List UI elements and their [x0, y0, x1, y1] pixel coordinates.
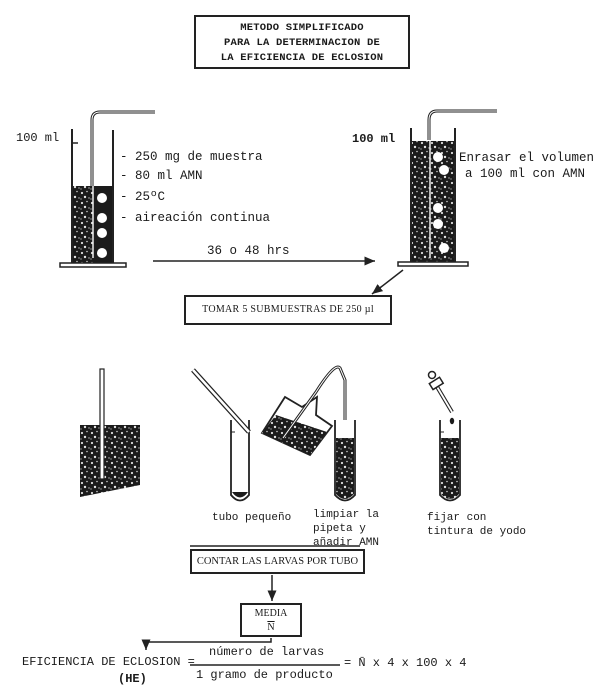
rinse-line-3: añadir AMN: [313, 537, 380, 549]
condition-aeration: - aireación continua: [120, 211, 271, 225]
rinse-line-1: limpiar la: [313, 509, 380, 521]
fix-line-1: fijar con: [427, 512, 487, 524]
cylinder-2-volume-label: 100 ml: [352, 132, 396, 146]
formula-rhs: = N̄ x 4 x 100 x 4: [344, 656, 467, 670]
formula-lhs-abbreviation: (HE): [118, 672, 147, 686]
graduated-cylinder-2: [397, 109, 497, 267]
formula-numerator: número de larvas: [209, 645, 325, 659]
formula-denominator: 1 gramo de producto: [196, 668, 333, 682]
title-line-3: LA EFICIENCIA DE ECLOSION: [220, 52, 384, 64]
graduated-cylinder-1: [59, 110, 155, 268]
cylinder-1-volume-label: 100 ml: [16, 131, 60, 145]
wash-bottle: [260, 365, 347, 457]
tube-label: tubo pequeño: [212, 512, 292, 524]
media-box: MEDIA N: [240, 603, 302, 637]
fix-line-2: tintura de yodo: [427, 526, 527, 538]
title-line-1: METODO SIMPLIFICADO: [240, 22, 364, 34]
sampling-arrow: [371, 269, 404, 295]
rinse-line-2: pipeta y: [313, 523, 366, 535]
instruction-line-2: a 100 ml con AMN: [465, 167, 586, 181]
formula-lhs: EFICIENCIA DE ECLOSION =: [22, 655, 195, 669]
dropper-tube: [427, 370, 461, 502]
instruction-line-1: Enrasar el volumen: [459, 151, 595, 165]
condition-amn: - 80 ml AMN: [120, 169, 203, 183]
media-label: MEDIA: [254, 608, 288, 619]
submuestras-box: TOMAR 5 SUBMUESTRAS DE 250 µl: [184, 295, 392, 325]
small-tube: [191, 368, 251, 502]
media-symbol: N: [267, 622, 275, 633]
condition-sample: - 250 mg de muestra: [120, 150, 263, 164]
title-box: METODO SIMPLIFICADO PARA LA DETERMINACIO…: [194, 15, 410, 69]
condition-temperature: - 25ºC: [120, 190, 166, 204]
media-to-formula-arrow: [141, 638, 272, 650]
beaker-with-pipette: [80, 368, 140, 497]
incubation-time-label: 36 o 48 hrs: [207, 244, 290, 258]
title-line-2: PARA LA DETERMINACION DE: [223, 37, 381, 49]
sample-tube: [334, 420, 356, 502]
count-larvae-box: CONTAR LAS LARVAS POR TUBO: [190, 549, 365, 574]
